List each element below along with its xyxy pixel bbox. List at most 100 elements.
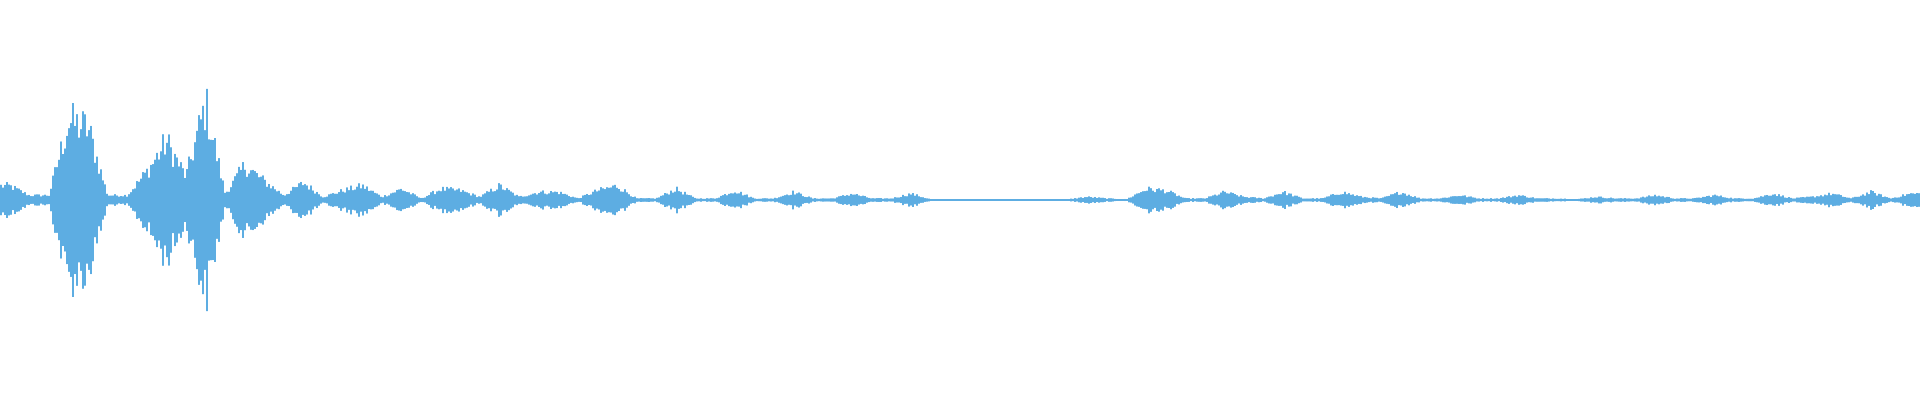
- waveform-sample: [1700, 197, 1702, 203]
- waveform-sample: [1120, 199, 1122, 201]
- waveform-sample: [1770, 195, 1772, 205]
- waveform-sample: [280, 193, 282, 207]
- waveform-sample: [212, 139, 214, 261]
- waveform-sample: [226, 191, 228, 209]
- waveform-sample: [72, 103, 74, 297]
- waveform-sample: [1200, 198, 1202, 202]
- waveform-sample: [720, 195, 722, 205]
- waveform-sample: [194, 142, 196, 258]
- waveform-sample: [222, 180, 224, 220]
- waveform-sample: [728, 193, 730, 207]
- waveform-sample: [620, 191, 622, 209]
- waveform-sample: [184, 177, 186, 223]
- waveform-sample: [1616, 198, 1618, 202]
- waveform-sample: [1792, 198, 1794, 202]
- waveform-sample: [18, 188, 20, 212]
- waveform-sample: [1734, 198, 1736, 202]
- waveform-sample: [978, 199, 980, 201]
- waveform-sample: [796, 193, 798, 207]
- waveform-sample: [386, 196, 388, 204]
- waveform-sample: [1130, 197, 1132, 203]
- waveform-sample: [954, 199, 956, 201]
- waveform-sample: [92, 138, 94, 262]
- waveform-sample: [1500, 198, 1502, 202]
- waveform-sample: [1614, 198, 1616, 202]
- waveform-sample: [298, 183, 300, 217]
- waveform-sample: [660, 195, 662, 205]
- waveform-sample: [314, 193, 316, 207]
- waveform-sample: [1074, 198, 1076, 202]
- waveform-sample: [286, 194, 288, 206]
- waveform-sample: [1810, 196, 1812, 204]
- waveform-sample: [166, 142, 168, 258]
- waveform-sample: [380, 196, 382, 204]
- waveform-sample: [1710, 197, 1712, 203]
- waveform-sample: [268, 183, 270, 217]
- waveform-sample: [504, 190, 506, 210]
- waveform-sample: [1868, 194, 1870, 206]
- waveform-sample: [1186, 198, 1188, 202]
- waveform-sample: [364, 188, 366, 212]
- waveform-sample: [1508, 196, 1510, 204]
- waveform-sample: [1448, 197, 1450, 203]
- waveform-sample: [1218, 194, 1220, 206]
- waveform-sample: [232, 180, 234, 220]
- waveform-sample: [460, 191, 462, 209]
- waveform-sample: [1520, 195, 1522, 205]
- waveform-sample: [1108, 198, 1110, 202]
- waveform-sample: [436, 191, 438, 209]
- waveform-sample: [358, 183, 360, 217]
- waveform-sample: [822, 198, 824, 202]
- waveform-sample: [852, 194, 854, 206]
- waveform-sample: [742, 195, 744, 205]
- waveform-sample: [0, 184, 2, 216]
- waveform-sample: [1024, 199, 1026, 201]
- waveform-sample: [972, 199, 974, 201]
- waveform-sample: [260, 176, 262, 224]
- waveform-sample: [160, 151, 162, 249]
- waveform-sample: [170, 147, 172, 253]
- waveform-sample: [1014, 199, 1016, 201]
- waveform-sample: [106, 193, 108, 207]
- waveform-sample: [218, 158, 220, 242]
- waveform-sample: [198, 115, 200, 285]
- waveform-sample: [940, 199, 942, 201]
- waveform-sample: [588, 194, 590, 206]
- waveform-sample: [446, 186, 448, 214]
- waveform-sample: [1506, 196, 1508, 204]
- waveform-sample: [1472, 197, 1474, 203]
- waveform-sample: [904, 196, 906, 204]
- waveform-sample: [266, 186, 268, 214]
- waveform-sample: [1482, 198, 1484, 202]
- waveform-sample: [1416, 197, 1418, 203]
- waveform-sample: [1206, 198, 1208, 202]
- waveform-sample: [1154, 192, 1156, 208]
- waveform-sample: [310, 185, 312, 215]
- waveform-sample: [1578, 198, 1580, 202]
- waveform-sample: [1598, 196, 1600, 204]
- waveform-sample: [536, 194, 538, 206]
- waveform-sample: [1324, 197, 1326, 203]
- waveform-sample: [528, 195, 530, 205]
- waveform-sample: [994, 199, 996, 201]
- waveform-sample: [1426, 198, 1428, 202]
- waveform-sample: [1378, 198, 1380, 202]
- waveform-sample: [58, 159, 60, 241]
- waveform-sample: [258, 177, 260, 223]
- waveform-sample: [706, 198, 708, 202]
- waveform-sample: [308, 189, 310, 211]
- waveform-sample: [882, 198, 884, 202]
- waveform-sample: [1042, 199, 1044, 201]
- waveform-sample: [680, 191, 682, 209]
- waveform-sample: [792, 190, 794, 210]
- waveform-sample: [114, 194, 116, 206]
- waveform-sample: [654, 198, 656, 202]
- waveform-sample: [452, 188, 454, 212]
- waveform-sample: [474, 194, 476, 206]
- waveform-sample: [652, 198, 654, 202]
- waveform-sample: [718, 197, 720, 203]
- waveform-sample: [410, 194, 412, 206]
- waveform-sample: [778, 197, 780, 203]
- waveform-sample: [1364, 196, 1366, 204]
- waveform-sample: [1696, 197, 1698, 203]
